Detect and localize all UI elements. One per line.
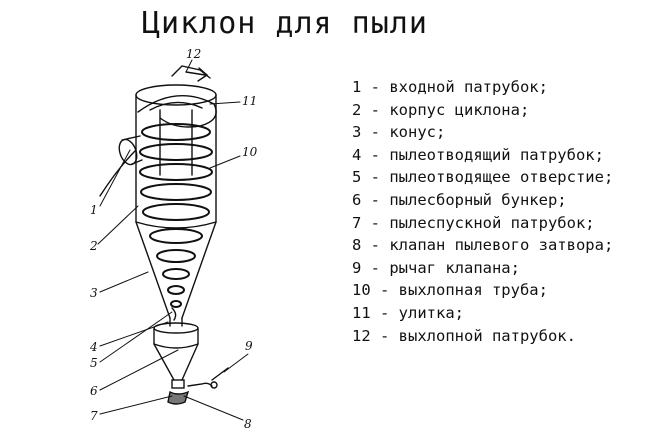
legend-item-10: 10 - выхлопная труба; [352,281,548,300]
legend-item-8: 8 - клапан пылевого затвора; [352,236,614,255]
dust-outlet-pipe [169,307,183,327]
valve-assembly [167,367,229,405]
cyclone-diagram: 12 11 10 1 2 3 4 5 6 7 8 9 [89,47,258,431]
callout-9: 9 [245,339,253,353]
callout-10: 10 [242,145,258,159]
hopper [153,322,199,381]
legend-item-11: 11 - улитка; [352,303,464,322]
callout-11: 11 [242,94,257,108]
dust-spiral [139,123,213,308]
legend-item-5: 5 - пылеотводящее отверстие; [352,168,614,187]
callout-4: 4 [89,340,98,354]
callout-2: 2 [89,239,98,253]
exhaust-tube [159,109,193,176]
legend-item-6: 6 - пылесборный бункер; [352,190,567,209]
cone [135,221,217,319]
legend-item-2: 2 - корпус циклона; [352,100,530,119]
legend-item-9: 9 - рычаг клапана; [352,258,520,277]
volute [137,94,217,128]
callout-7: 7 [90,409,98,423]
callout-1: 1 [90,203,98,217]
callout-6: 6 [90,384,98,398]
legend-item-4: 4 - пылеотводящий патрубок; [352,145,604,164]
legend-list: 1 - входной патрубок; 2 - корпус циклона… [352,76,613,347]
inlet-pipe [99,135,143,197]
legend-item-3: 3 - конус; [352,123,446,142]
callout-labels: 12 11 10 1 2 3 4 5 6 7 8 9 [89,47,258,431]
page-title: Циклон для пыли [142,6,428,41]
callout-8: 8 [244,417,252,431]
legend-item-7: 7 - пылеспускной патрубок; [352,213,595,232]
legend-item-1: 1 - входной патрубок; [352,78,548,96]
legend-item-12: 12 - выхлопной патрубок. [352,326,576,345]
leader-lines [97,59,249,421]
callout-12: 12 [186,47,201,61]
callout-5: 5 [90,356,98,370]
callout-3: 3 [90,286,98,300]
exhaust-outlet [171,65,211,82]
